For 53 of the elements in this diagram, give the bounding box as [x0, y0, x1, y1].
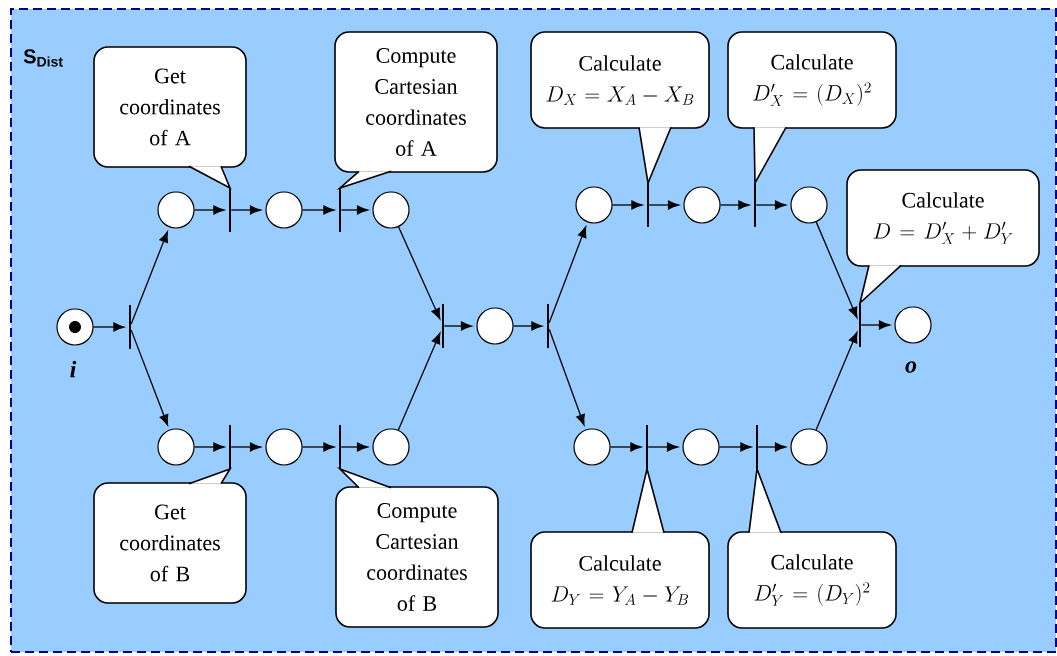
- arrow: [340, 205, 368, 215]
- arrow: [719, 200, 750, 210]
- place-circle: [265, 191, 303, 229]
- place-circle: [372, 191, 410, 229]
- arrow: [193, 205, 225, 215]
- arrow: [340, 442, 368, 452]
- speech-bubble: Calculate $D_Y = Y_A - Y_B$: [530, 465, 710, 629]
- place-label: o: [905, 361, 917, 373]
- place-circle: [575, 186, 613, 224]
- place-circle: [790, 428, 828, 466]
- speech-bubble: Calculate $D'_Y = (D_Y)^2$: [727, 465, 897, 629]
- arrow: [611, 200, 643, 210]
- arrow: [130, 329, 169, 426]
- place-circle: [157, 191, 195, 229]
- arrow: [92, 322, 125, 332]
- place-circle: [573, 428, 611, 466]
- speech-bubble: Calculate $D'_X = (D_X)^2$: [727, 31, 897, 186]
- place-label: i: [70, 360, 77, 378]
- arrow: [548, 328, 585, 426]
- arrow: [815, 221, 858, 319]
- place-circle: [372, 428, 410, 466]
- arrow: [230, 205, 261, 215]
- arrow: [647, 442, 678, 452]
- place-circle: [790, 186, 828, 224]
- speech-bubble: Compute Cartesian coordinates of A: [334, 31, 498, 190]
- arrow: [815, 331, 858, 431]
- arrow: [609, 442, 642, 452]
- arrow: [718, 442, 752, 452]
- speech-bubble: Get coordinates of A: [93, 46, 247, 190]
- place-circle: [476, 307, 514, 345]
- net-name: S$_{Dist}$: [23, 49, 63, 67]
- place-circle: [265, 428, 303, 466]
- speech-bubble: Get coordinates of B: [93, 467, 247, 604]
- arrow: [193, 442, 225, 452]
- place-circle: [683, 186, 721, 224]
- arrow: [130, 231, 168, 325]
- arrow: [860, 320, 890, 330]
- place-circle: [682, 428, 720, 466]
- arrow: [755, 200, 786, 210]
- speech-bubble: Calculate $D = D'_X + D'_Y$: [846, 169, 1040, 306]
- arrow: [512, 321, 543, 331]
- speech-bubble: Compute Cartesian coordinates of B: [335, 467, 499, 628]
- arrow: [397, 332, 441, 431]
- place-circle: [157, 428, 195, 466]
- arrow: [301, 442, 335, 452]
- arrow: [548, 226, 587, 324]
- arrow: [648, 200, 679, 210]
- speech-bubble: Calculate $D_X = X_A - X_B$: [530, 31, 710, 186]
- arrow: [757, 442, 786, 452]
- arrow: [230, 442, 261, 452]
- arrow: [443, 321, 472, 331]
- arrow: [301, 205, 335, 215]
- arrow: [397, 226, 441, 320]
